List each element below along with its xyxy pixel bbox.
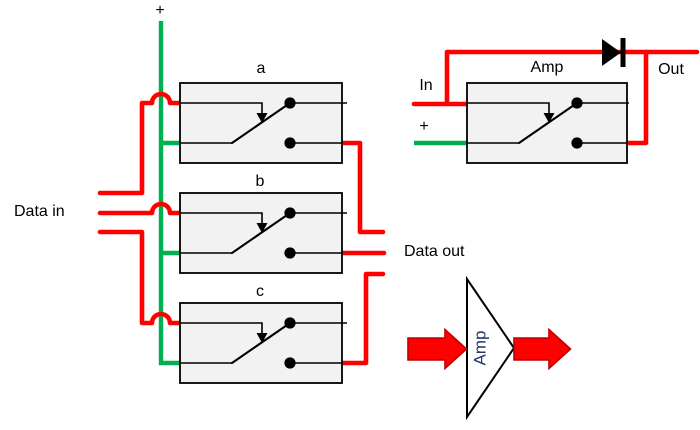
switch-c-output-wire xyxy=(339,271,386,366)
switch-box-a xyxy=(179,82,347,164)
switch-b-lever xyxy=(230,211,292,255)
flow-arrow-left-icon xyxy=(407,327,468,371)
data-in-branch-a-wire xyxy=(97,91,183,196)
amp-triangle-label: Amp xyxy=(470,330,490,366)
data-in-branch-b-wire xyxy=(97,201,183,216)
amp-contact-top xyxy=(571,97,583,109)
switch-c-lever xyxy=(230,321,292,365)
supply-bus-wire xyxy=(158,21,181,366)
amp-switch-lever xyxy=(517,101,579,145)
switch-b-contact-bottom xyxy=(284,247,296,259)
data-wires-red xyxy=(97,91,387,366)
switch-c-contact-bottom xyxy=(284,357,296,369)
amp-triangle-icon xyxy=(466,275,516,421)
switch-box-b xyxy=(179,192,347,274)
flow-arrow-right-icon xyxy=(513,327,572,371)
amp-box-title: Amp xyxy=(530,59,564,76)
switch-box-c xyxy=(179,302,347,384)
supply-plus-label: + xyxy=(155,2,165,19)
switch-c-contact-top xyxy=(284,317,296,329)
switch-a-lever xyxy=(230,101,292,145)
data-in-branch-c-wire xyxy=(97,229,183,326)
switch-b-label: b xyxy=(255,173,265,190)
data-in-label: Data in xyxy=(14,203,65,220)
switch-a-contact-top xyxy=(284,97,296,109)
amp-contact-bottom xyxy=(571,137,583,149)
supply-wire-green xyxy=(158,21,467,366)
data-out-label: Data out xyxy=(404,243,465,260)
amp-plus-label: + xyxy=(419,118,429,135)
amp-in-label: In xyxy=(419,77,433,94)
amp-switch-box xyxy=(466,82,629,164)
switch-b-contact-top xyxy=(284,207,296,219)
amp-output-loop-wire xyxy=(624,49,649,146)
amp-out-label: Out xyxy=(658,61,684,78)
switch-a-contact-bottom xyxy=(284,137,296,149)
switch-c-label: c xyxy=(256,283,264,300)
switch-a-output-wire xyxy=(339,140,386,235)
switch-a-label: a xyxy=(256,60,266,77)
diode-icon xyxy=(602,38,626,67)
